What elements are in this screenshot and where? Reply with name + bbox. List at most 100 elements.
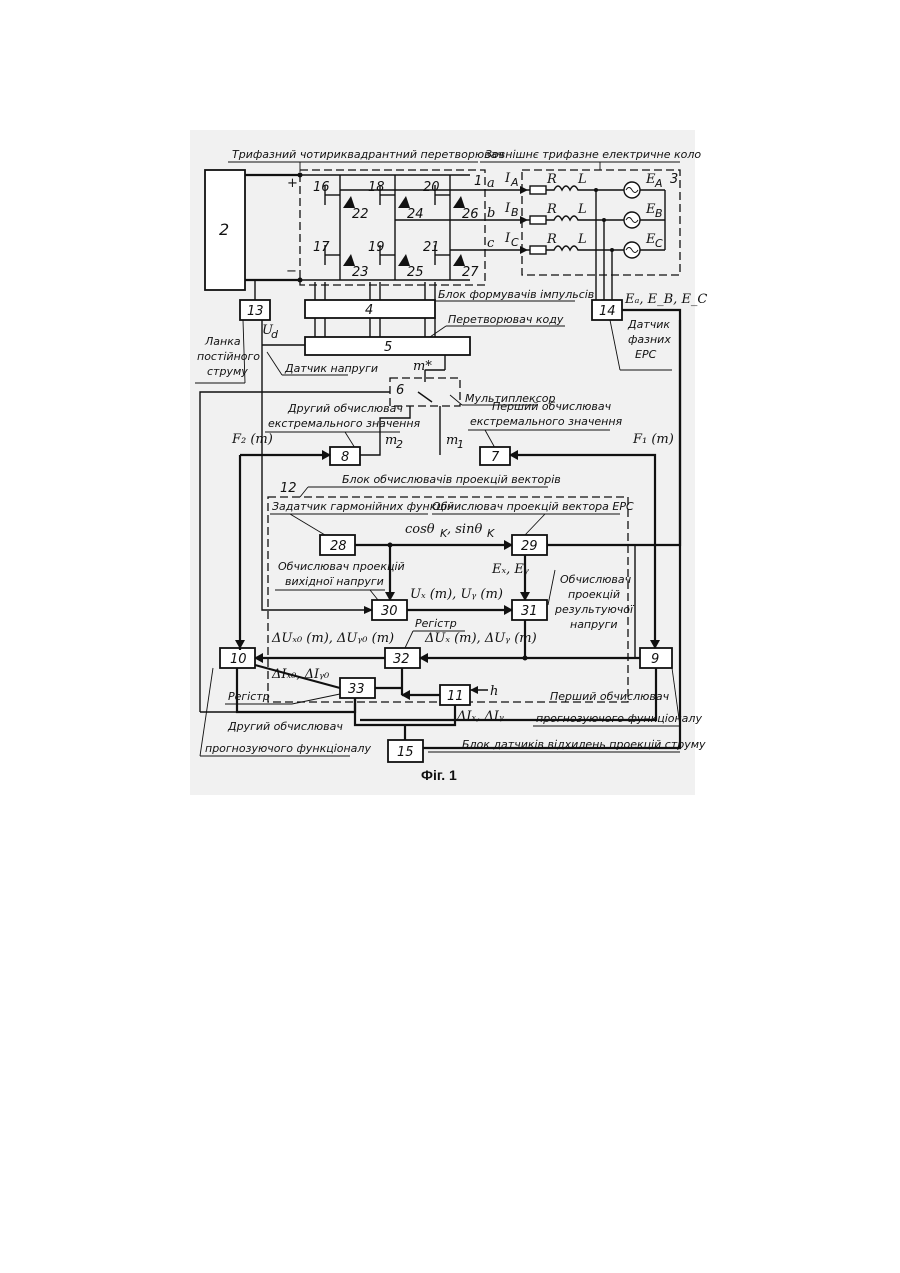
current-ib: I — [504, 201, 511, 216]
resistor-r-b: R — [546, 202, 557, 217]
ref-27: 27 — [462, 265, 479, 280]
inductor-l-c: L — [577, 232, 587, 247]
ref-18: 18 — [368, 180, 385, 195]
symbol-du0: ΔUₓ₀ (m), ΔUᵧ₀ (m) — [271, 631, 394, 646]
current-ia: I — [504, 171, 511, 186]
resistor-r-a: R — [546, 172, 557, 187]
block-10-number: 10 — [230, 652, 247, 667]
svg-text:Датчик: Датчик — [627, 318, 670, 331]
symbol-ex-ey: Eₓ, Eᵧ — [491, 562, 529, 577]
resistor-r-c: R — [546, 232, 557, 247]
ref-22: 22 — [352, 207, 369, 222]
block-30-number: 30 — [381, 604, 398, 619]
label-converter-4q: Трифазний чотириквадрантний перетворювач — [232, 148, 504, 161]
phase-c: c — [487, 236, 495, 251]
svg-text:Обчислювач проекцій: Обчислювач проекцій — [278, 560, 405, 573]
label-vector-proj-block: Блок обчислювачів проекцій векторів — [342, 473, 561, 486]
label-pulse-former: Блок формувачів імпульсів — [438, 288, 594, 301]
plus-terminal: + — [287, 176, 298, 191]
block-29-number: 29 — [521, 539, 538, 554]
block-9-number: 9 — [651, 652, 659, 667]
svg-text:A: A — [510, 176, 519, 189]
svg-text:B: B — [511, 206, 519, 219]
label-code-converter: Перетворювач коду — [448, 313, 564, 326]
svg-text:екстремального значення: екстремального значення — [268, 417, 421, 430]
block-12-number: 11 — [447, 689, 464, 704]
svg-text:C: C — [511, 236, 519, 249]
symbol-f2: F₂ (m) — [231, 432, 273, 447]
svg-text:B: B — [655, 207, 663, 220]
block-6-number: 6 — [396, 383, 404, 398]
symbol-du: ΔUₓ (m), ΔUᵧ (m) — [424, 631, 537, 646]
svg-text:проекцій: проекцій — [568, 588, 620, 601]
ref-21: 21 — [423, 240, 440, 255]
block-4-number: 4 — [365, 303, 373, 318]
label-current-dev-sensors: Блок датчиків відхилень проекцій струму — [462, 738, 706, 751]
block-33-number: 33 — [348, 682, 365, 697]
ref-1: 1 — [474, 174, 482, 189]
label-emf-proj-calc: Обчислювач проекцій вектора ЕРС — [432, 500, 634, 513]
svg-text:прогнозуючого функціоналу: прогнозуючого функціоналу — [536, 712, 702, 725]
label-harmonic-setter: Задатчик гармонійних функцій — [272, 500, 454, 513]
phase-b: b — [487, 206, 495, 221]
svg-text:, sinθ: , sinθ — [447, 522, 482, 537]
ref-3: 3 — [670, 172, 678, 187]
symbol-m-star: m* — [413, 359, 432, 374]
svg-text:Перший обчислювач: Перший обчислювач — [550, 690, 670, 703]
symbol-di0: ΔIₓ₀, ΔIᵧ₀ — [271, 667, 330, 682]
inductor-l-a: L — [577, 172, 587, 187]
ref-23: 23 — [352, 265, 369, 280]
svg-text:ЕРС: ЕРС — [635, 348, 657, 361]
svg-text:Другий обчислювач: Другий обчислювач — [227, 720, 343, 733]
svg-text:1: 1 — [457, 438, 464, 451]
label-voltage-sensor: Датчик напруги — [284, 362, 378, 375]
ref-16: 16 — [313, 180, 330, 195]
ref-17: 17 — [313, 240, 330, 255]
symbol-cos-sin: cosθ — [405, 522, 435, 537]
current-ic: I — [504, 231, 511, 246]
phase-a: a — [487, 176, 495, 191]
ref-20: 20 — [423, 180, 440, 195]
symbol-ux-uy: Uₓ (m), Uᵧ (m) — [410, 587, 503, 602]
svg-text:Обчислювач: Обчислювач — [560, 573, 632, 586]
block-5-number: 5 — [384, 340, 392, 355]
block-28-number: 28 — [330, 539, 347, 554]
block-32-number: 32 — [393, 652, 410, 667]
svg-text:Перший обчислювач: Перший обчислювач — [492, 400, 612, 413]
svg-text:K: K — [487, 527, 495, 540]
svg-text:результуючої: результуючої — [554, 603, 635, 616]
block-7-number: 7 — [491, 450, 500, 465]
svg-text:постійного: постійного — [197, 350, 260, 363]
svg-text:d: d — [271, 328, 279, 341]
svg-text:C: C — [655, 237, 663, 250]
block-14-number: 14 — [599, 304, 616, 319]
svg-text:2: 2 — [396, 438, 403, 451]
svg-text:фазних: фазних — [628, 333, 671, 346]
figure-caption: Фіг. 1 — [421, 767, 457, 783]
block-8-number: 8 — [341, 450, 349, 465]
symbol-f1: F₁ (m) — [632, 432, 674, 447]
ref-19: 19 — [368, 240, 385, 255]
svg-text:екстремального значення: екстремального значення — [470, 415, 623, 428]
svg-text:A: A — [654, 177, 663, 190]
svg-text:напруги: напруги — [570, 618, 618, 631]
block-11-number: 12 — [280, 481, 297, 496]
minus-terminal: − — [286, 264, 297, 279]
svg-text:прогнозуючого функціоналу: прогнозуючого функціоналу — [205, 742, 371, 755]
symbol-h: h — [490, 684, 498, 699]
block-13-number: 13 — [247, 304, 264, 319]
symbol-di: ΔIₓ, ΔIᵧ — [456, 709, 504, 724]
label-register-top: Регістр — [415, 617, 457, 630]
svg-text:Другий обчислювач: Другий обчислювач — [287, 402, 403, 415]
svg-text:вихідної напруги: вихідної напруги — [285, 575, 384, 588]
label-external-circuit: Зовнішнє трифазне електричне коло — [485, 148, 701, 161]
block-15-number: 15 — [397, 745, 414, 760]
block-31-number: 31 — [521, 604, 538, 619]
svg-text:струму: струму — [207, 365, 248, 378]
inductor-l-b: L — [577, 202, 587, 217]
ref-25: 25 — [407, 265, 424, 280]
svg-text:Ланка: Ланка — [204, 335, 241, 348]
block-2-number: 2 — [219, 220, 229, 239]
label-register-bottom: Регістр — [228, 690, 270, 703]
